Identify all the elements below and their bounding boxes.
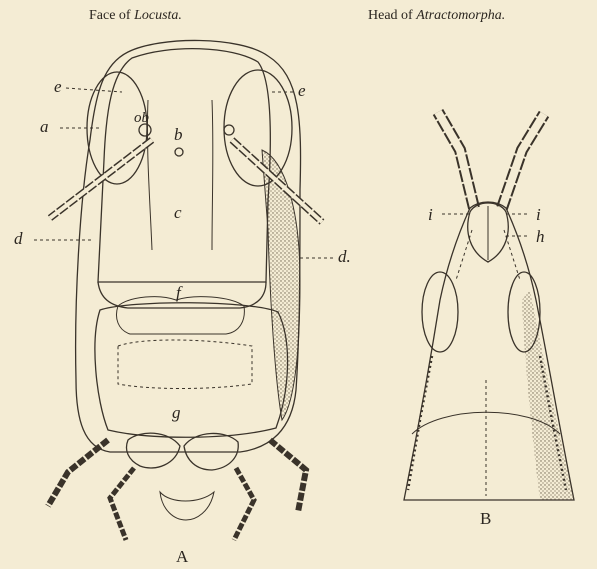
labial-palp-right (234, 468, 254, 540)
frontal-ridge-right (212, 100, 213, 250)
right-palp (270, 440, 306, 512)
figure-b-atractomorpha-head: i i h B (404, 112, 574, 528)
labrum-inner-fold (118, 340, 252, 389)
labium (160, 492, 214, 520)
median-ocellus (175, 148, 183, 156)
right-ocellus (224, 125, 234, 135)
label-f: f (176, 283, 183, 302)
labrum (95, 303, 288, 438)
label-e-left: e (54, 77, 62, 96)
label-b: b (174, 125, 183, 144)
label-d-right: d. (338, 247, 351, 266)
label-c: c (174, 203, 182, 222)
b-left-eye (422, 272, 458, 352)
label-d-left: d (14, 229, 23, 248)
label-i-left: i (428, 205, 433, 224)
labial-palp-left (110, 468, 134, 540)
plate-label-b: B (480, 509, 491, 528)
label-i-right: i (536, 205, 541, 224)
b-right-flank-shading (522, 290, 574, 500)
mandible-left (127, 433, 181, 468)
label-g: g (172, 403, 181, 422)
left-antenna-core (50, 140, 152, 218)
right-gena-shading (262, 150, 300, 420)
label-e-right: e (298, 81, 306, 100)
label-a: a (40, 117, 49, 136)
left-palp (48, 440, 108, 506)
plate-label-a: A (176, 547, 189, 566)
b-left-antenna-core (438, 112, 474, 208)
label-ob: ob (134, 110, 150, 126)
figure-a-locusta-face: e e a ob b c d d. f g A (14, 40, 351, 566)
label-h: h (536, 227, 545, 246)
